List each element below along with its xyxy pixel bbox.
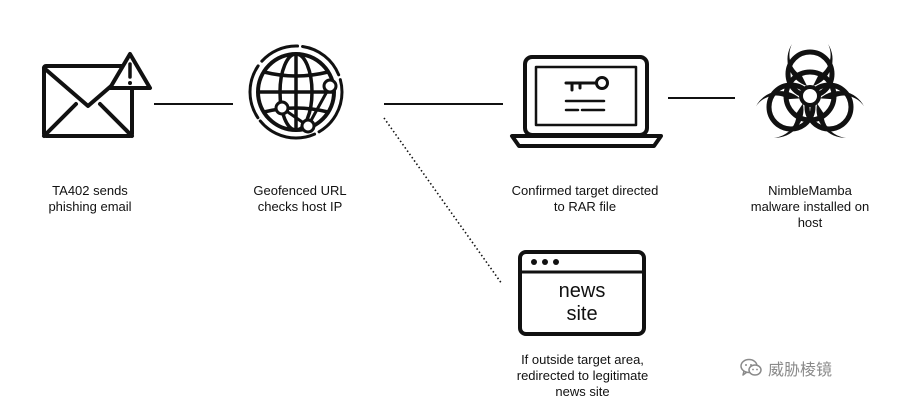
key-icon: [564, 76, 609, 112]
geofence-label-line1: Geofenced URL: [253, 183, 347, 198]
network-node-icon: [274, 78, 338, 134]
confirmed-label-line1: Confirmed target directed: [511, 183, 659, 198]
globe-icon: [248, 44, 344, 140]
outside-label-line2: redirected to legitimate: [516, 368, 649, 383]
geofence-label-line2: checks host IP: [257, 199, 343, 214]
geofence-label: Geofenced URL checks host IP: [240, 183, 360, 215]
connector-url-to-news-site: [383, 117, 503, 285]
outside-label: If outside target area, redirected to le…: [495, 352, 670, 400]
news-site-text-line2: site: [566, 303, 597, 325]
watermark: 威胁棱镜: [740, 356, 832, 380]
wechat-logo-icon: [740, 358, 762, 376]
malware-label-line1: NimbleMamba: [768, 183, 852, 198]
watermark-text: 威胁棱镜: [768, 362, 833, 379]
news-site-text-line1: news: [559, 280, 606, 302]
outside-label-line3: news site: [555, 384, 610, 399]
warning-icon: [108, 52, 152, 90]
phishing-label: TA402 sends phishing email: [30, 183, 150, 215]
malware-label-line3: host: [797, 215, 823, 230]
news-site-window-icon: news site: [518, 250, 646, 336]
malware-label-line2: malware installed on: [750, 199, 870, 214]
phishing-label-line2: phishing email: [48, 199, 132, 214]
confirmed-label-line2: to RAR file: [553, 199, 617, 214]
biohazard-icon: [755, 44, 865, 138]
laptop-icon: [510, 55, 663, 148]
phishing-label-line1: TA402 sends: [52, 183, 128, 198]
outside-label-line1: If outside target area,: [521, 352, 644, 367]
confirmed-label: Confirmed target directed to RAR file: [500, 183, 670, 215]
malware-label: NimbleMamba malware installed on host: [740, 183, 880, 231]
